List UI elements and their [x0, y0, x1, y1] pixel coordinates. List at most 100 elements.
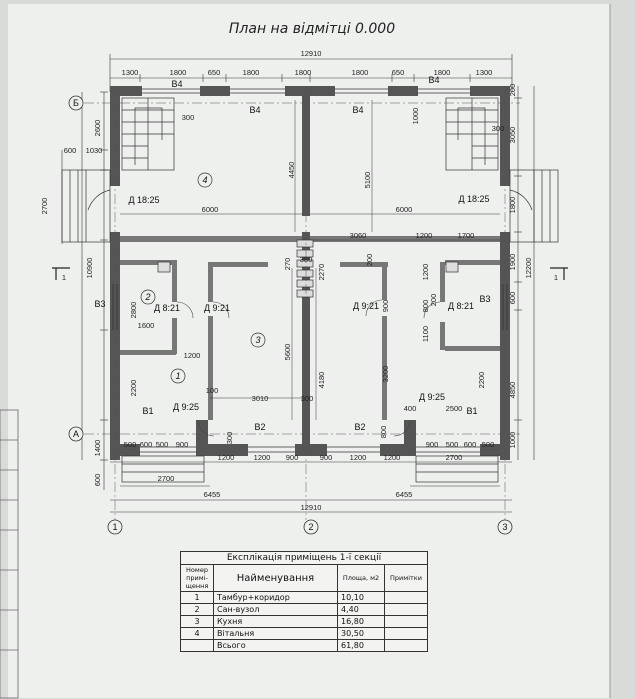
row-area: 30,50 [337, 627, 385, 640]
dim-1100: 1100 [421, 326, 430, 342]
vent-shafts [157, 239, 459, 298]
table-row: 2 Сан-вузол 4,40 [180, 603, 428, 616]
window-b2-left: В2 [254, 422, 265, 432]
window-b1-right: В1 [466, 406, 477, 416]
dim-1200-top: 1200 [416, 231, 433, 240]
dim-porch-right: 2700 [446, 453, 463, 462]
dim-left-1030: 1030 [86, 146, 103, 155]
window-b3-right: В3 [479, 294, 490, 304]
dim-br-2: 500 [446, 440, 459, 449]
row-number: 1 [180, 591, 214, 604]
bottom-dimension-lines [110, 461, 512, 513]
dim-100: 100 [206, 386, 219, 395]
dim-top-9: 1300 [476, 68, 493, 77]
axis-bubbles [68, 95, 513, 535]
stairs-left [121, 97, 175, 171]
dim-overall-top: 12910 [301, 49, 322, 58]
dim-3010: 3010 [252, 394, 269, 403]
total-label: Всього [213, 639, 338, 652]
dim-porch-left: 2700 [158, 474, 175, 483]
dim-5100: 5100 [363, 172, 372, 189]
section-mark-right: 1 [554, 273, 558, 282]
dim-left-1400: 1400 [93, 440, 102, 457]
table-header-row: Номер примі- щення Найменування Площа, м… [180, 564, 428, 592]
header-area: Площа, м2 [337, 564, 385, 592]
left-dimension-lines [61, 91, 108, 490]
row-area: 4,40 [337, 603, 385, 616]
dim-left-600b: 600 [93, 474, 102, 487]
row-number: 3 [180, 615, 214, 628]
dim-1600: 1600 [138, 321, 155, 330]
dim-right-1900: 1900 [508, 254, 517, 271]
door-18-25-right: Д 18:25 [458, 194, 489, 204]
dim-bm-3: 900 [286, 453, 299, 462]
total-area: 61,80 [337, 639, 385, 652]
row-note [384, 615, 428, 628]
table-row: 4 Вітальня 30,50 [180, 627, 428, 640]
dim-bm-6: 1200 [384, 453, 401, 462]
dim-bl-3: 500 [156, 440, 169, 449]
window-b1-left: В1 [142, 406, 153, 416]
dim-300-stair-l: 300 [182, 113, 195, 122]
dim-300-b: 300 [225, 432, 234, 445]
dim-br-1: 900 [426, 440, 439, 449]
header-name: Найменування [213, 564, 338, 592]
window-b4-4: В4 [428, 75, 439, 85]
window-b4-1: В4 [171, 79, 182, 89]
total-number [180, 639, 214, 652]
dim-bl-4: 900 [176, 440, 189, 449]
dim-left-2700: 2700 [40, 198, 49, 215]
dim-6000-right: 6000 [396, 205, 413, 214]
row-name: Кухня [213, 615, 338, 628]
dim-200-a: 200 [365, 254, 374, 267]
dim-6000-left: 6000 [202, 205, 219, 214]
section-marks [52, 267, 568, 280]
dim-left-total: 10900 [85, 258, 94, 279]
dim-right-1800: 1800 [508, 197, 517, 214]
room-4-number: 4 [202, 175, 207, 185]
dim-right-200: 200 [508, 84, 517, 97]
row-area: 10,10 [337, 591, 385, 604]
dim-2200-right: 2200 [477, 372, 486, 389]
row-number: 2 [180, 603, 214, 616]
room-2-number: 2 [144, 292, 150, 302]
dim-right-total: 12200 [524, 258, 533, 279]
right-dimension-lines [514, 86, 535, 460]
row-note [384, 627, 428, 640]
table-total-row: Всього 61,80 [180, 639, 428, 652]
dim-1000-stair: 1000 [411, 108, 420, 125]
dim-br-4: 500 [482, 440, 495, 449]
dim-bm-5: 1200 [350, 453, 367, 462]
dim-5600: 5600 [283, 344, 292, 361]
row-name: Тамбур+коридор [213, 591, 338, 604]
dim-left-2800: 2800 [129, 302, 138, 319]
dim-half-left: 6455 [204, 490, 221, 499]
axis-2-label: 2 [308, 522, 313, 532]
dim-3060: 3060 [350, 231, 367, 240]
dim-top-2: 1800 [170, 68, 187, 77]
dim-left-600: 600 [64, 146, 77, 155]
window-b4-3: В4 [352, 105, 363, 115]
window-b4-2: В4 [249, 105, 260, 115]
dim-1200-v: 1200 [421, 264, 430, 281]
total-note [384, 639, 428, 652]
porch-bottom [121, 455, 499, 483]
top-dimension-lines [109, 54, 513, 92]
title-strip [0, 409, 19, 699]
table-row: 1 Тамбур+коридор 10,10 [180, 591, 428, 604]
room-number-circles [140, 172, 266, 384]
room-3-number: 3 [255, 335, 260, 345]
dim-2500: 2500 [446, 404, 463, 413]
dim-bm-2: 1200 [254, 453, 271, 462]
dim-left-2600: 2600 [93, 120, 102, 137]
dim-2270: 2270 [317, 264, 326, 281]
dim-top-6: 1800 [352, 68, 369, 77]
dim-1200-left: 1200 [184, 351, 201, 360]
dim-top-7: 650 [392, 68, 405, 77]
stairs-right [445, 97, 499, 171]
door-18-25-left: Д 18:25 [128, 195, 159, 205]
door-9-25-right: Д 9:25 [419, 392, 445, 402]
row-number: 4 [180, 627, 214, 640]
dim-top-4: 1800 [243, 68, 260, 77]
